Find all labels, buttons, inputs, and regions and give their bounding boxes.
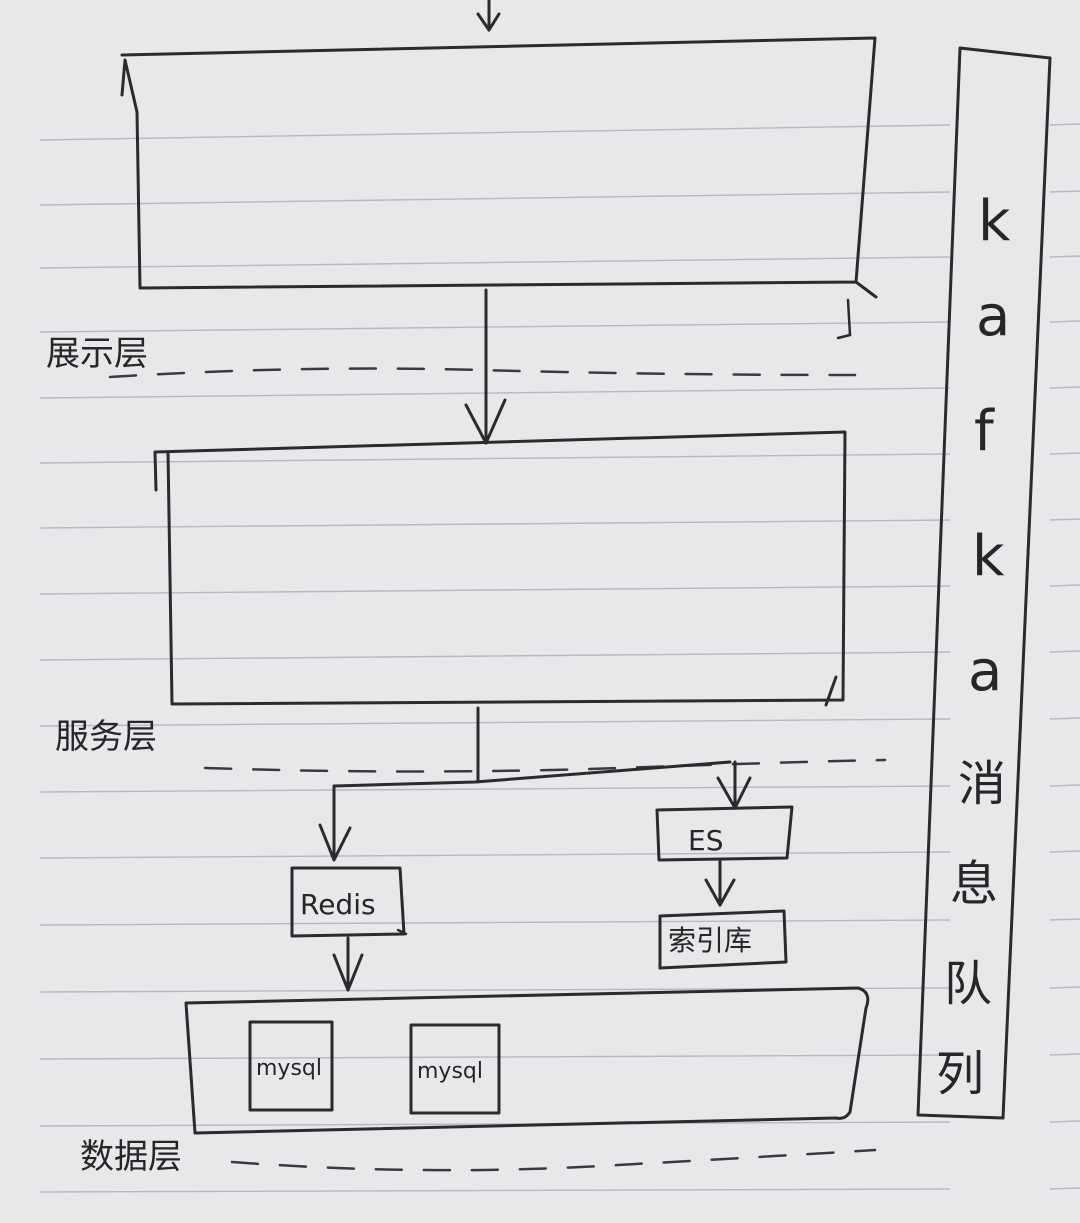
es-node: ES bbox=[655, 805, 794, 862]
mysql-node-2: mysql bbox=[409, 1023, 501, 1115]
service-layer-box bbox=[153, 430, 847, 707]
arrow-redis-to-data bbox=[332, 936, 364, 992]
queue-char-1: 消 bbox=[958, 756, 1006, 812]
redis-label: Redis bbox=[300, 888, 376, 921]
queue-char-2: 息 bbox=[950, 856, 998, 912]
arrow-es-to-index bbox=[704, 858, 736, 907]
data-layer-label: 数据层 bbox=[80, 1137, 182, 1177]
data-layer-divider bbox=[230, 1148, 877, 1172]
arrow-to-service-layer bbox=[464, 288, 507, 445]
service-layer-divider bbox=[203, 758, 887, 773]
presentation-layer-divider bbox=[108, 367, 857, 379]
mysql-node-1: mysql bbox=[248, 1020, 334, 1112]
kafka-letter-3: f bbox=[974, 399, 995, 464]
index-store-node: 索引库 bbox=[658, 909, 788, 970]
es-label: ES bbox=[688, 824, 723, 857]
presentation-layer-label: 展示层 bbox=[46, 334, 148, 374]
mysql-1-label: mysql bbox=[256, 1056, 322, 1081]
kafka-queue-column: k a f k a 消 息 队 列 bbox=[916, 46, 1052, 1120]
kafka-letter-2: a bbox=[976, 284, 1010, 349]
incoming-arrow bbox=[476, 0, 501, 32]
kafka-letter-4: k bbox=[972, 524, 1005, 589]
presentation-layer-box bbox=[120, 36, 878, 299]
kafka-letter-5: a bbox=[968, 639, 1002, 704]
service-layer-label: 服务层 bbox=[55, 717, 157, 757]
box-stroke-tail bbox=[836, 298, 852, 340]
data-layer-box bbox=[184, 986, 870, 1135]
mysql-2-label: mysql bbox=[417, 1059, 483, 1084]
queue-char-3: 队 bbox=[944, 956, 992, 1012]
index-store-label: 索引库 bbox=[668, 924, 752, 957]
redis-node: Redis bbox=[290, 866, 408, 938]
service-branch-connectors bbox=[318, 706, 752, 862]
queue-char-4: 列 bbox=[936, 1046, 984, 1102]
kafka-letter-1: k bbox=[978, 189, 1011, 254]
